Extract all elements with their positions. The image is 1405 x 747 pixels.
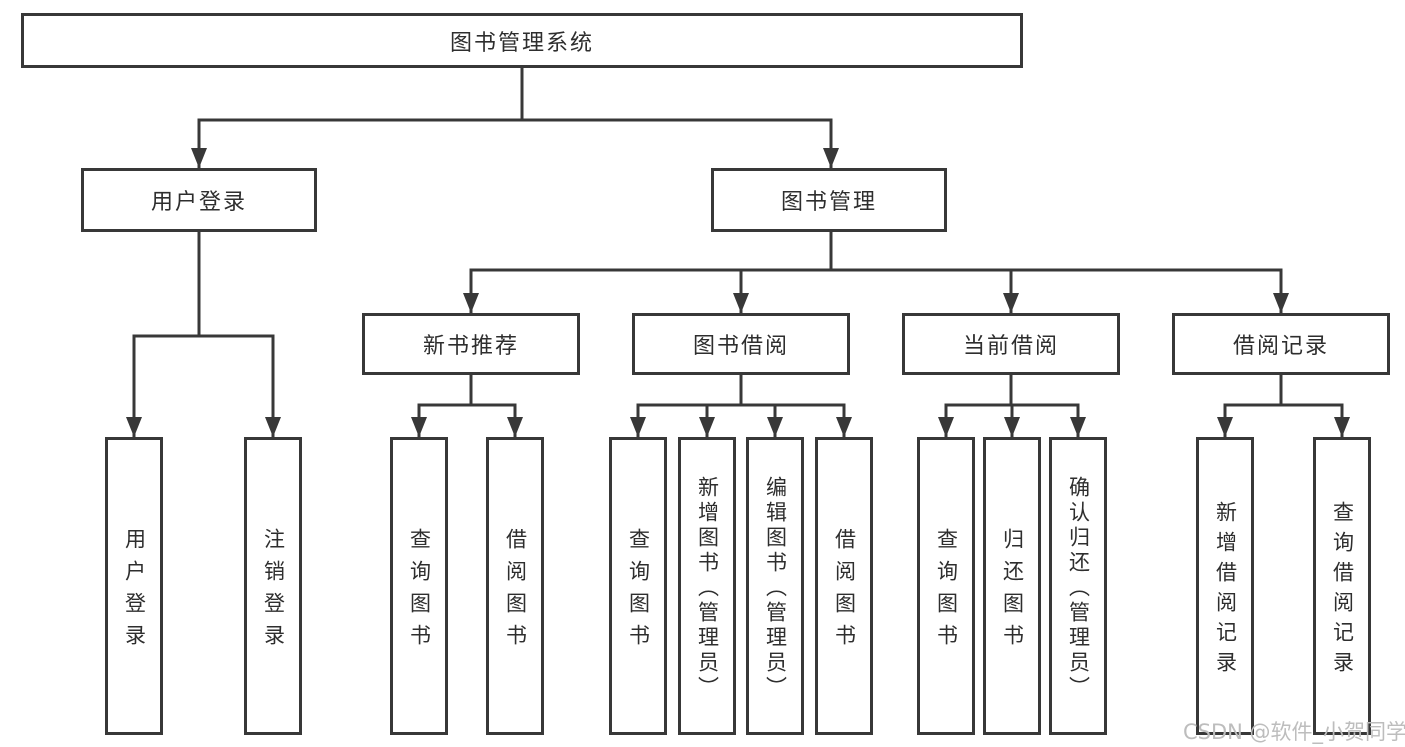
branch-level2 xyxy=(191,118,839,168)
csdn-watermark: CSDN @软件_小贺同学 xyxy=(1183,720,1405,744)
node-new-book-recommend-label: 新书推荐 xyxy=(422,334,519,359)
leaf-query-books-recommend: 查询图书 xyxy=(390,437,448,735)
node-new-book-recommend: 新书推荐 xyxy=(362,313,580,375)
leaf-borrow-books-recommend-label: 借阅图书 xyxy=(503,527,528,656)
leaf-query-borrow-record: 查询借阅记录 xyxy=(1313,437,1371,735)
leaf-confirm-return-admin: 确认归还（管理员） xyxy=(1049,437,1107,735)
node-borrowing-records-label: 借阅记录 xyxy=(1232,334,1329,359)
node-user-login: 用户登录 xyxy=(81,168,317,232)
leaf-edit-books-admin-label: 编辑图书（管理员） xyxy=(763,475,788,701)
node-library-system-label: 图书管理系统 xyxy=(449,30,594,56)
leaf-borrow-books-label: 借阅图书 xyxy=(832,527,857,656)
leaf-user-login: 用户登录 xyxy=(105,437,163,735)
branch-user-login-leaves xyxy=(126,334,281,437)
leaf-user-login-label: 用户登录 xyxy=(122,527,147,656)
leaf-query-books-current: 查询图书 xyxy=(917,437,975,735)
branch-level3 xyxy=(463,268,1289,313)
leaf-return-books-label: 归还图书 xyxy=(1000,527,1025,656)
node-book-management-label: 图书管理 xyxy=(780,190,877,215)
node-current-borrowing: 当前借阅 xyxy=(902,313,1120,375)
leaf-add-borrow-record: 新增借阅记录 xyxy=(1196,437,1254,735)
branch-borrowing-records-leaves xyxy=(1217,403,1350,437)
leaf-add-borrow-record-label: 新增借阅记录 xyxy=(1213,500,1238,681)
leaf-add-books-admin-label: 新增图书（管理员） xyxy=(695,475,720,701)
leaf-return-books: 归还图书 xyxy=(983,437,1041,735)
leaf-query-books-current-label: 查询图书 xyxy=(934,527,959,656)
node-borrowing-records: 借阅记录 xyxy=(1172,313,1390,375)
leaf-query-books-borrowing: 查询图书 xyxy=(609,437,667,735)
leaf-logout: 注销登录 xyxy=(244,437,302,735)
leaf-query-books-recommend-label: 查询图书 xyxy=(407,527,432,656)
branch-book-borrowing-leaves xyxy=(630,403,852,437)
leaf-confirm-return-admin-label: 确认归还（管理员） xyxy=(1066,475,1091,701)
branch-new-book-leaves xyxy=(411,403,523,437)
leaf-query-books-borrowing-label: 查询图书 xyxy=(626,527,651,656)
leaf-add-books-admin: 新增图书（管理员） xyxy=(678,437,736,735)
node-current-borrowing-label: 当前借阅 xyxy=(962,334,1059,359)
leaf-logout-label: 注销登录 xyxy=(261,527,286,656)
node-user-login-label: 用户登录 xyxy=(150,190,247,215)
leaf-borrow-books: 借阅图书 xyxy=(815,437,873,735)
leaf-edit-books-admin: 编辑图书（管理员） xyxy=(746,437,804,735)
node-book-borrowing: 图书借阅 xyxy=(632,313,850,375)
node-book-management: 图书管理 xyxy=(711,168,947,232)
node-library-system: 图书管理系统 xyxy=(21,13,1023,68)
leaf-query-borrow-record-label: 查询借阅记录 xyxy=(1330,500,1355,681)
leaf-borrow-books-recommend: 借阅图书 xyxy=(486,437,544,735)
node-book-borrowing-label: 图书借阅 xyxy=(692,334,789,359)
